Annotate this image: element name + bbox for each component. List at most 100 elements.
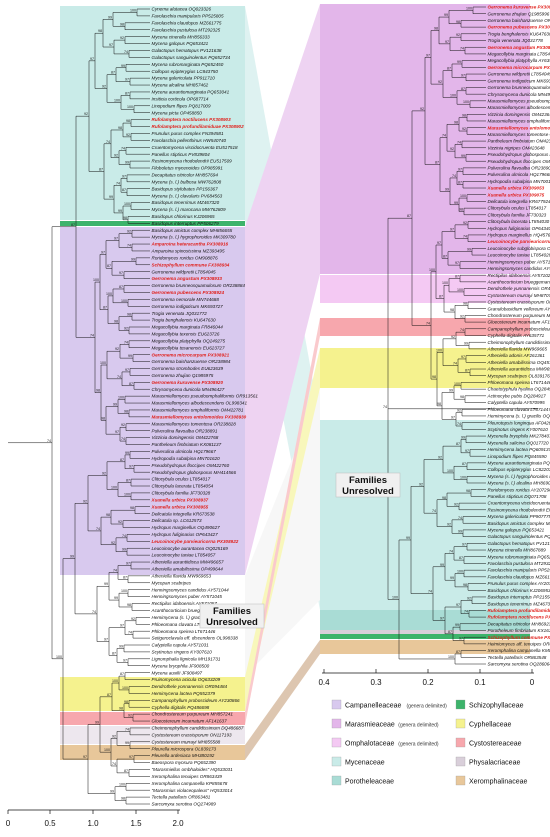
legend-swatch bbox=[331, 699, 342, 710]
support-value: 92 bbox=[420, 107, 424, 111]
support-value: 99 bbox=[118, 209, 122, 213]
support-value: 74 bbox=[452, 174, 456, 178]
taxon-label: Basidopus chlorinus KJ206965 bbox=[152, 214, 216, 219]
support-value: 98 bbox=[120, 22, 124, 26]
connector-marasmiellus bbox=[245, 4, 320, 575]
taxon-label: Henningsomyces candidus AY571008 bbox=[488, 266, 550, 271]
band-omphalotaceae-right bbox=[320, 275, 530, 303]
taxon-label: Gerronema indigoticum MK693727 bbox=[488, 78, 550, 83]
support-value: 99 bbox=[455, 623, 459, 627]
support-value: 99 bbox=[450, 576, 454, 580]
taxon-label: Sarcomyxa serotina OQ286064 bbox=[488, 662, 550, 667]
taxon-label: Marasmiellomyces tomentose OR238900 bbox=[488, 132, 550, 137]
taxon-label: Pantheleum fimbriatum OM423657 bbox=[488, 139, 550, 144]
left-tick-0: 0 bbox=[6, 819, 11, 828]
support-value: 74 bbox=[96, 527, 100, 531]
taxon-label: Pseudohydropus globosporus MH385340 bbox=[488, 152, 550, 157]
support-value: 97 bbox=[445, 40, 449, 44]
support-value: 74 bbox=[457, 140, 461, 144]
band-xeromphalinaceae-left bbox=[60, 745, 245, 760]
taxon-label: Basidopus interruptus PP215564 bbox=[488, 595, 550, 600]
taxon-label: Mycena aurantiomarginata PQ653041 bbox=[488, 460, 550, 465]
taxon-label: Pseudohydropus globosporus MH414566 bbox=[152, 470, 237, 475]
support-value: 74 bbox=[124, 340, 128, 344]
taxon-label: Hemimycena (s. l.) gracilis OQ490623 bbox=[152, 615, 230, 620]
taxon-label: Basidopus tenerrimus MZ467320 bbox=[488, 601, 550, 606]
support-value: 98 bbox=[462, 114, 466, 118]
taxon-label: Insiticia corticola OP687714 bbox=[152, 96, 209, 101]
support-value: 99 bbox=[95, 721, 99, 725]
support-value: 97 bbox=[459, 637, 463, 641]
support-value: 74 bbox=[47, 439, 51, 443]
taxon-label: Prunulus purus complex FN394581 bbox=[152, 131, 224, 136]
families-unresolved-left: Families Unresolved bbox=[199, 603, 265, 629]
taxon-label: Gerronema strombodes EU623639 bbox=[152, 366, 224, 371]
band-mycenaceae-left bbox=[60, 6, 245, 220]
support-value: 87 bbox=[119, 285, 123, 289]
support-value: 99 bbox=[109, 195, 113, 199]
taxon-label: Megacollybia platyphylla AY635778 bbox=[488, 58, 550, 63]
support-value: 100 bbox=[114, 98, 120, 102]
support-value: 92 bbox=[450, 147, 454, 151]
support-value: 97 bbox=[125, 78, 129, 82]
taxon-label: Mycena auxilii JF908497 bbox=[152, 670, 203, 675]
taxon-label: Prunulus purus complex AY207244 bbox=[488, 581, 550, 586]
support-value: 97 bbox=[126, 562, 130, 566]
support-value: 74 bbox=[92, 610, 96, 614]
legend-label: Omphalotaceae bbox=[345, 741, 395, 748]
support-value: 100 bbox=[121, 589, 127, 593]
taxon-label: Favolaschia claudopus MZ661735 bbox=[488, 574, 550, 579]
taxon-label: Chrysomycena dunicola MN496428 bbox=[488, 92, 550, 97]
support-value: 98 bbox=[456, 20, 460, 24]
support-value: 74 bbox=[116, 181, 120, 185]
support-value: 98 bbox=[442, 496, 446, 500]
support-value: 100 bbox=[111, 485, 117, 489]
band-schizophyllaceae-left bbox=[60, 221, 245, 226]
taxon-label: Mycena cinerella MH856333 bbox=[152, 34, 211, 39]
taxon-label: Xeromphalina campanella KM071910 bbox=[487, 648, 550, 653]
support-value: 97 bbox=[462, 543, 466, 547]
support-value: 87 bbox=[120, 672, 124, 676]
taxon-label: Mycena aurantiomarginata PQ653041 bbox=[152, 90, 230, 95]
taxon-label: Basidopus chlorinus KJ206953 bbox=[488, 588, 550, 593]
taxon-label: Filoboletus mycenoides OP985991 bbox=[152, 166, 224, 171]
taxon-label: Chondrostereum purpureum MH868775 bbox=[488, 313, 550, 318]
support-value: 99 bbox=[131, 257, 135, 261]
taxon-label: "Marasmiellus ombhaloides" HQ533031 bbox=[152, 767, 234, 772]
taxon-label: Lignomphalia lignicola MH191731 bbox=[152, 656, 221, 661]
band-cyphellaceae-right bbox=[320, 348, 530, 388]
support-value: 100 bbox=[122, 686, 128, 690]
taxon-label: Schizophyllum commune PX309034 bbox=[488, 635, 550, 640]
support-value: 100 bbox=[56, 655, 62, 659]
taxon-label: Marasmiellomyces albodescendens OL998380 bbox=[488, 105, 550, 110]
legend-swatch bbox=[331, 775, 342, 786]
support-value: 97 bbox=[461, 73, 465, 77]
taxon-label: Roridomyces roridus OM908876 bbox=[152, 255, 219, 260]
taxon-label: Mycena galopus PQ653421 bbox=[152, 41, 209, 46]
taxon-label: Leucoinocybe taniae LT854057 bbox=[152, 553, 216, 558]
support-value: 98 bbox=[124, 409, 128, 413]
support-value: 92 bbox=[102, 85, 106, 89]
support-value: 98 bbox=[450, 308, 454, 312]
support-value: 92 bbox=[120, 36, 124, 40]
support-value: 99 bbox=[464, 342, 468, 346]
band-physalacriaceae-left bbox=[60, 726, 245, 744]
taxon-label: Galactopus hematopus PV121947 bbox=[488, 541, 550, 546]
taxon-label: Dendrothele yunnanensis OR449910 bbox=[488, 286, 550, 291]
taxon-label: Hydropodia subalpina MN700170 bbox=[488, 179, 550, 184]
taxon-label: Cheimonophyllum candidissimum DQ486687 bbox=[152, 726, 244, 731]
support-value: 100 bbox=[118, 396, 124, 400]
taxon-label: Sarcomyxa serotina OQ274989 bbox=[152, 802, 217, 807]
taxon-label: Hydropus marginellus OQ490627 bbox=[152, 525, 221, 530]
right-tree: Gerronema kuruvense PX308938Gerronema zh… bbox=[383, 5, 550, 667]
taxon-label: Acanthocorticium brueggemannii KT275196 bbox=[487, 279, 550, 284]
support-value: 87 bbox=[448, 630, 452, 634]
right-tick-1: 0.3 bbox=[370, 678, 382, 687]
support-value: 99 bbox=[114, 596, 118, 600]
taxon-label: Gerronema pubescens PX308924 bbox=[152, 290, 225, 295]
taxon-label: Scytinotus ringens KY007610 bbox=[488, 427, 549, 432]
taxon-label: Cystostereum crassisporum ON117179 bbox=[488, 300, 550, 305]
taxon-label: Leucoinocybe taniae LT854028 bbox=[488, 253, 550, 258]
taxon-label: Resinomycena rhododendrii EU517509 bbox=[152, 159, 233, 164]
legend-swatch bbox=[455, 737, 466, 748]
